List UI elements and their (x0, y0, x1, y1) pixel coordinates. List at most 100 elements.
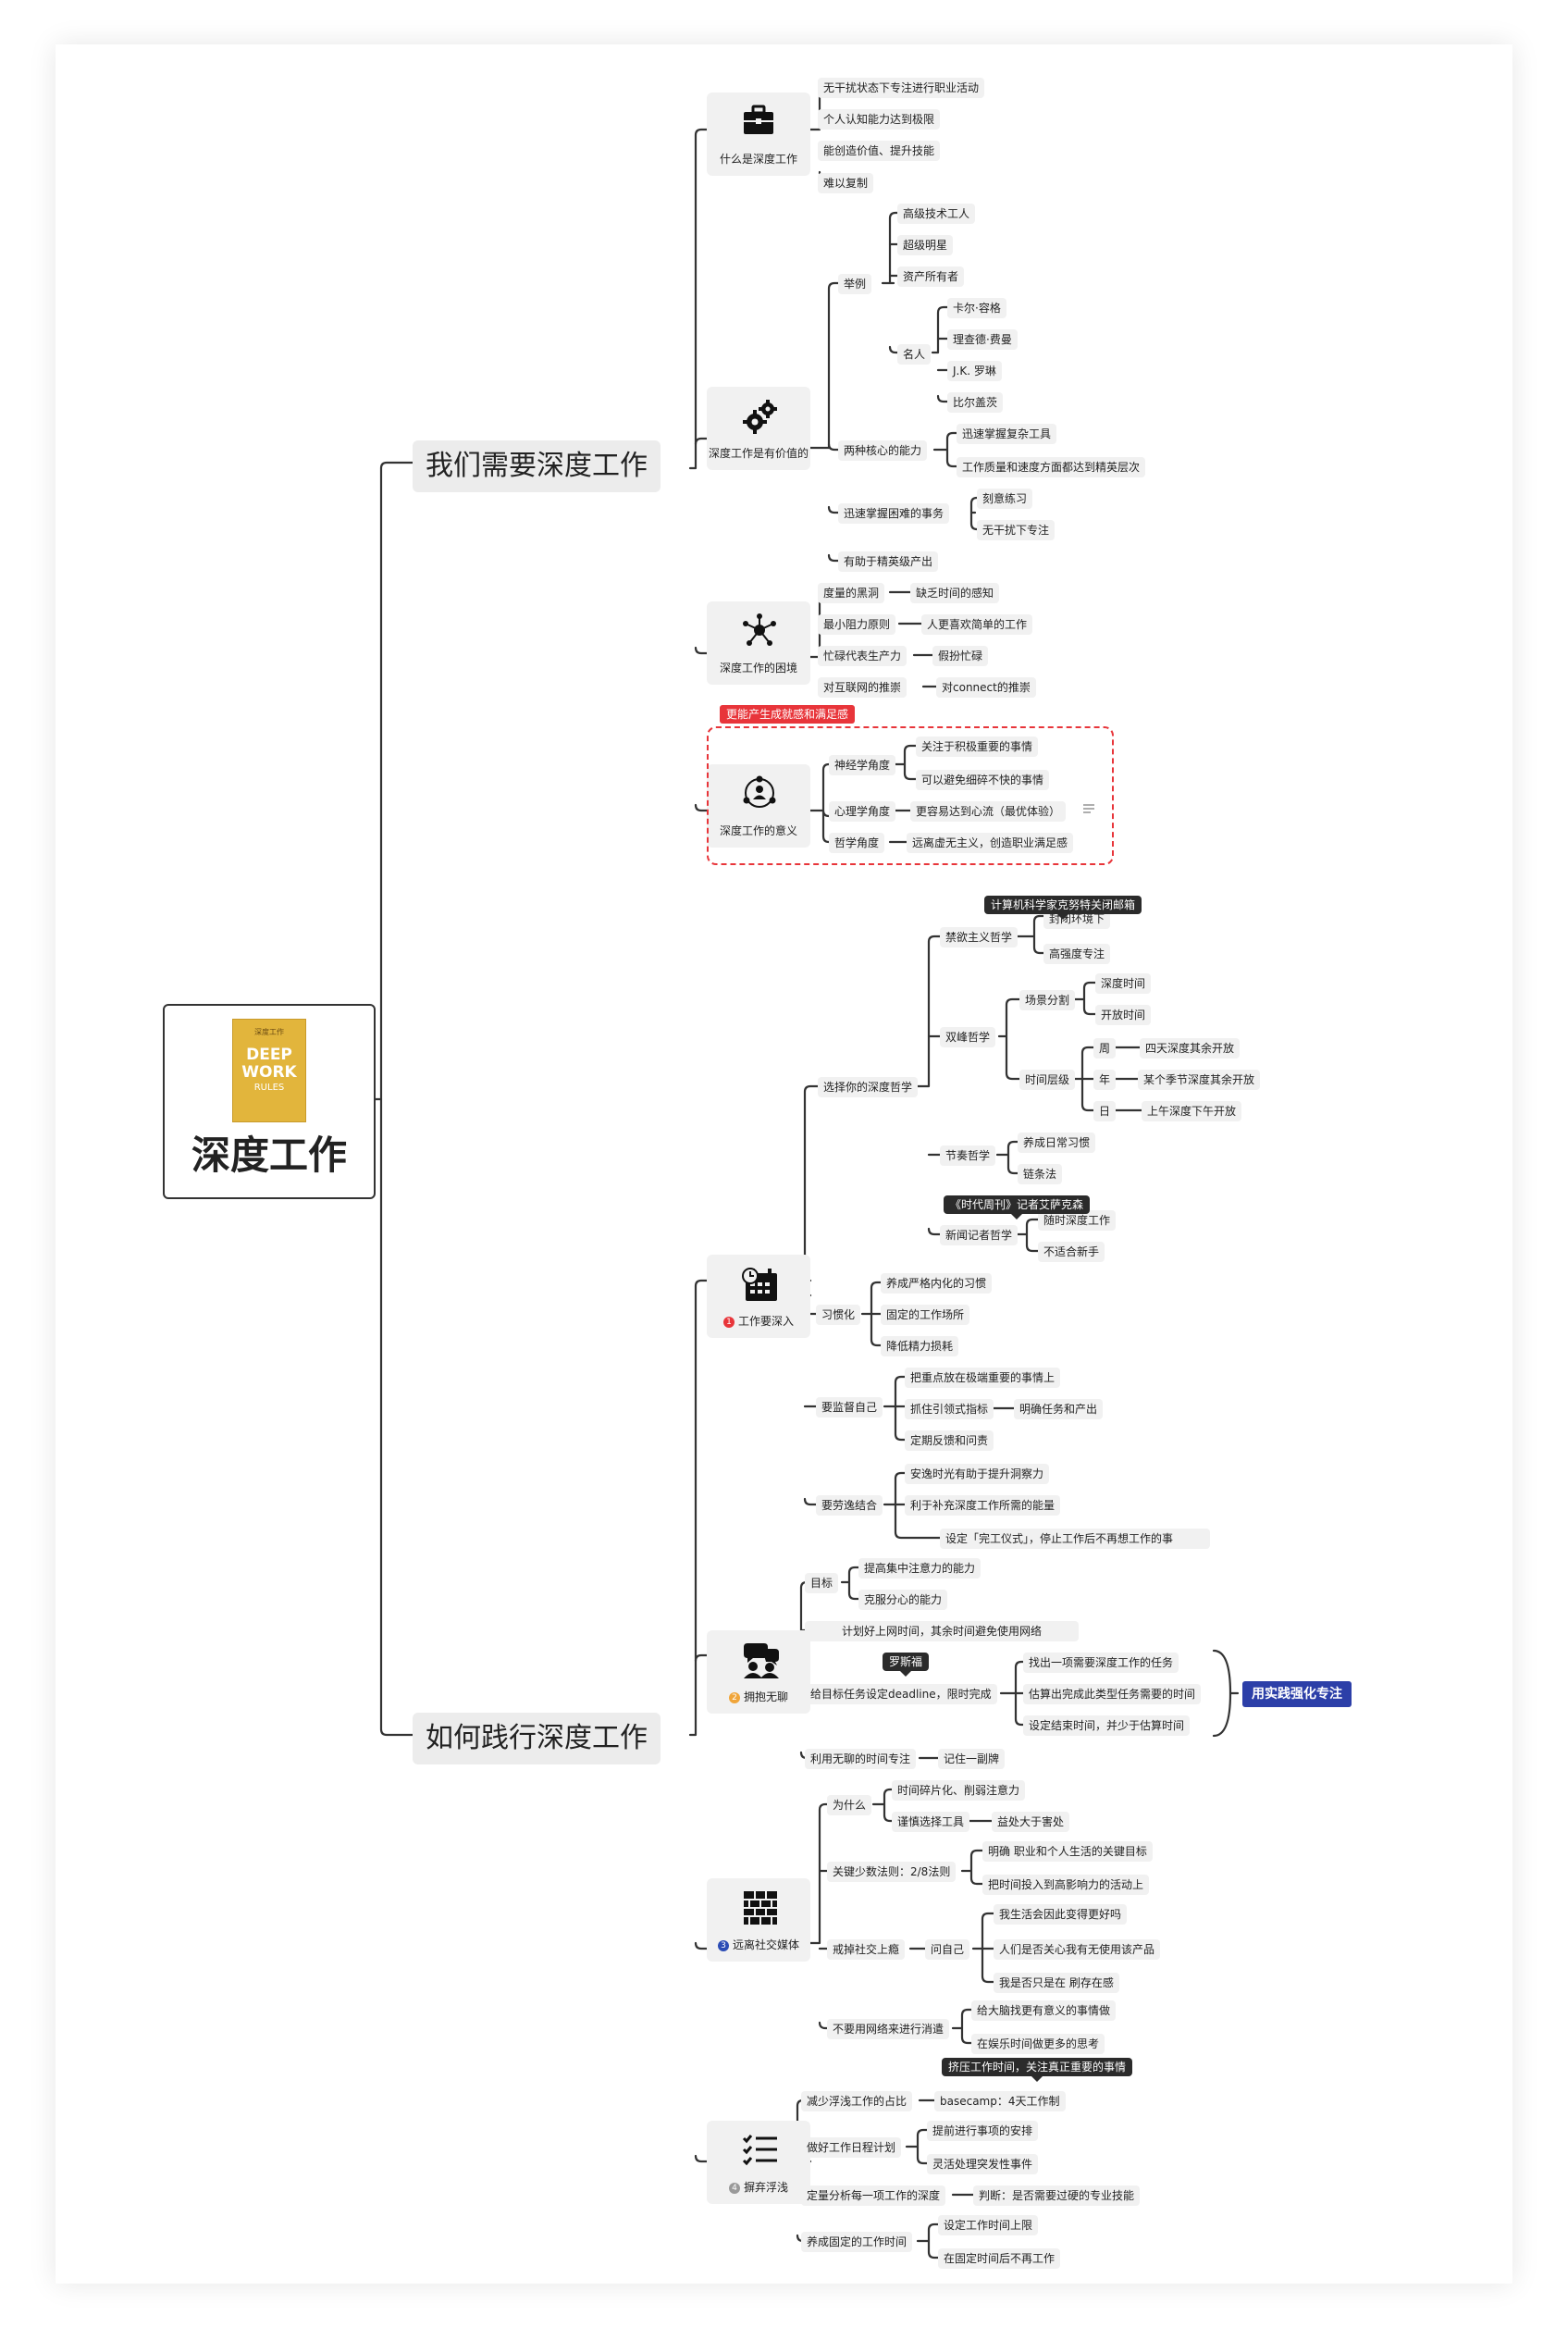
node[interactable]: 找出一项需要深度工作的任务 (1023, 1653, 1179, 1673)
node[interactable]: 记住一副牌 (938, 1749, 1006, 1769)
node[interactable]: 人更喜欢简单的工作 (921, 614, 1033, 635)
practice-badge[interactable]: 用实践强化专注 (1242, 1681, 1352, 1707)
node[interactable]: 谨慎选择工具 (892, 1812, 970, 1832)
node[interactable]: 缺乏时间的感知 (910, 583, 1000, 603)
node[interactable]: 迅速掌握复杂工具 (957, 424, 1057, 444)
node[interactable]: 高强度专注 (1043, 944, 1111, 964)
node[interactable]: 神经学角度 (829, 755, 896, 775)
node[interactable]: 把重点放在极端重要的事情上 (905, 1368, 1061, 1388)
node[interactable]: 新闻记者哲学 (940, 1225, 1019, 1245)
node[interactable]: 禁欲主义哲学 (940, 927, 1019, 947)
node[interactable]: 能创造价值、提升技能 (818, 141, 941, 161)
node[interactable]: 定期反馈和问责 (905, 1430, 994, 1451)
node[interactable]: 忙碌代表生产力 (818, 646, 907, 666)
node[interactable]: 在娱乐时间做更多的思考 (971, 2034, 1105, 2054)
node[interactable]: 计划好上网时间，其余时间避免使用网络 (805, 1621, 1080, 1641)
node[interactable]: 提前进行事项的安排 (927, 2121, 1039, 2141)
node[interactable]: 迅速掌握困难的事务 (838, 503, 950, 524)
node[interactable]: 设定结束时间，并少于估算时间 (1023, 1715, 1191, 1736)
node[interactable]: 难以复制 (818, 173, 874, 193)
node[interactable]: 上午深度下午开放 (1142, 1101, 1242, 1121)
node[interactable]: 要劳逸结合 (816, 1495, 883, 1516)
node[interactable]: 要监督自己 (816, 1397, 883, 1418)
node[interactable]: 链条法 (1018, 1164, 1063, 1184)
node[interactable]: 某个季节深度其余开放 (1138, 1070, 1261, 1090)
node[interactable]: 无干扰下专注 (977, 520, 1056, 540)
node[interactable]: 对connect的推崇 (936, 677, 1036, 698)
node[interactable]: 为什么 (827, 1795, 872, 1815)
card-deep-work-dilemma[interactable]: 深度工作的困境 (707, 601, 810, 685)
node[interactable]: 两种核心的能力 (838, 440, 928, 461)
node[interactable]: 关注于积极重要的事情 (916, 737, 1039, 757)
node[interactable]: 高级技术工人 (897, 204, 976, 224)
node[interactable]: 刻意练习 (977, 489, 1033, 509)
card-deep-work-meaning[interactable]: 深度工作的意义 (707, 764, 810, 848)
node[interactable]: 养成固定的工作时间 (801, 2232, 913, 2252)
node[interactable]: 目标 (805, 1573, 839, 1593)
node[interactable]: 抓住引领式指标 (905, 1399, 994, 1419)
node[interactable]: 戒掉社交上瘾 (827, 1939, 906, 1960)
node[interactable]: 明确任务和产出 (1014, 1399, 1104, 1419)
node[interactable]: 问自己 (925, 1939, 970, 1960)
node[interactable]: 灵活处理突发性事件 (927, 2154, 1039, 2174)
node[interactable]: 提高集中注意力的能力 (858, 1558, 982, 1579)
node[interactable]: 降低精力损耗 (881, 1336, 959, 1356)
node[interactable]: 益处大于害处 (992, 1812, 1070, 1832)
node[interactable]: J.K. 罗琳 (947, 361, 1002, 381)
node[interactable]: 可以避免细碎不快的事情 (916, 770, 1050, 790)
node[interactable]: 养成日常习惯 (1018, 1133, 1096, 1153)
node[interactable]: 安逸时光有助于提升洞察力 (905, 1464, 1050, 1484)
node[interactable]: 时间碎片化、削弱注意力 (892, 1780, 1026, 1801)
node[interactable]: 设定工作时间上限 (938, 2215, 1039, 2235)
note-icon[interactable] (1083, 804, 1094, 813)
node[interactable]: 资产所有者 (897, 266, 965, 287)
node[interactable]: 比尔盖茨 (947, 392, 1004, 413)
node[interactable]: 哲学角度 (829, 833, 885, 853)
node[interactable]: 设定「完工仪式」，停止工作后不再想工作的事 (940, 1529, 1211, 1549)
node[interactable]: 明确 职业和个人生活的关键目标 (982, 1841, 1153, 1862)
node[interactable]: 场景分割 (1019, 990, 1076, 1010)
node[interactable]: 度量的黑洞 (818, 583, 885, 603)
node[interactable]: 我是否只是在 刷存在感 (994, 1973, 1119, 1993)
node[interactable]: 选择你的深度哲学 (818, 1077, 919, 1097)
node[interactable]: 减少浮浅工作的占比 (801, 2091, 913, 2111)
node[interactable]: 最小阻力原则 (818, 614, 896, 635)
node[interactable]: basecamp：4天工作制 (934, 2091, 1066, 2111)
node[interactable]: 远离虚无主义，创造职业满足感 (907, 833, 1074, 853)
node[interactable]: 养成严格内化的习惯 (881, 1273, 993, 1294)
topic-need-deep-work[interactable]: 我们需要深度工作 (413, 440, 661, 492)
node[interactable]: 假扮忙碌 (932, 646, 989, 666)
node[interactable]: 不适合新手 (1038, 1242, 1105, 1262)
node[interactable]: 给大脑找更有意义的事情做 (971, 2000, 1117, 2021)
node[interactable]: 定量分析每一项工作的深度 (801, 2185, 946, 2206)
node[interactable]: 估算出完成此类型任务需要的时间 (1023, 1684, 1202, 1704)
card-deep-work-valuable[interactable]: 深度工作是有价值的 (707, 387, 810, 470)
node[interactable]: 节奏哲学 (940, 1145, 996, 1166)
node[interactable]: 时间层级 (1019, 1070, 1076, 1090)
node[interactable]: 我生活会因此变得更好吗 (994, 1904, 1128, 1925)
node[interactable]: 超级明星 (897, 235, 954, 255)
node[interactable]: 周 (1093, 1038, 1117, 1059)
node[interactable]: 心理学角度 (829, 801, 896, 822)
node[interactable]: 人们是否关心我有无使用该产品 (994, 1939, 1161, 1960)
node[interactable]: 双峰哲学 (940, 1027, 996, 1047)
node[interactable]: 更容易达到心流（最优体验） (910, 801, 1067, 822)
node[interactable]: 利用无聊的时间专注 (805, 1749, 917, 1769)
node[interactable]: 判断：是否需要过硬的专业技能 (973, 2185, 1141, 2206)
node[interactable]: 给目标任务设定deadline，限时完成 (805, 1684, 997, 1704)
node[interactable]: 利于补充深度工作所需的能量 (905, 1495, 1061, 1516)
node[interactable]: 把时间投入到高影响力的活动上 (982, 1875, 1150, 1895)
node[interactable]: 名人 (897, 344, 932, 365)
node[interactable]: 举例 (838, 274, 872, 294)
node[interactable]: 对互联网的推崇 (818, 677, 907, 698)
node[interactable]: 做好工作日程计划 (801, 2137, 902, 2158)
card-what-is-deep-work[interactable]: 什么是深度工作 (707, 93, 810, 176)
node[interactable]: 工作质量和速度方面都达到精英层次 (957, 457, 1146, 477)
node[interactable]: 关键少数法则：2/8法则 (827, 1862, 957, 1882)
node[interactable]: 开放时间 (1095, 1005, 1152, 1025)
topic-practice-deep-work[interactable]: 如何践行深度工作 (413, 1713, 661, 1764)
